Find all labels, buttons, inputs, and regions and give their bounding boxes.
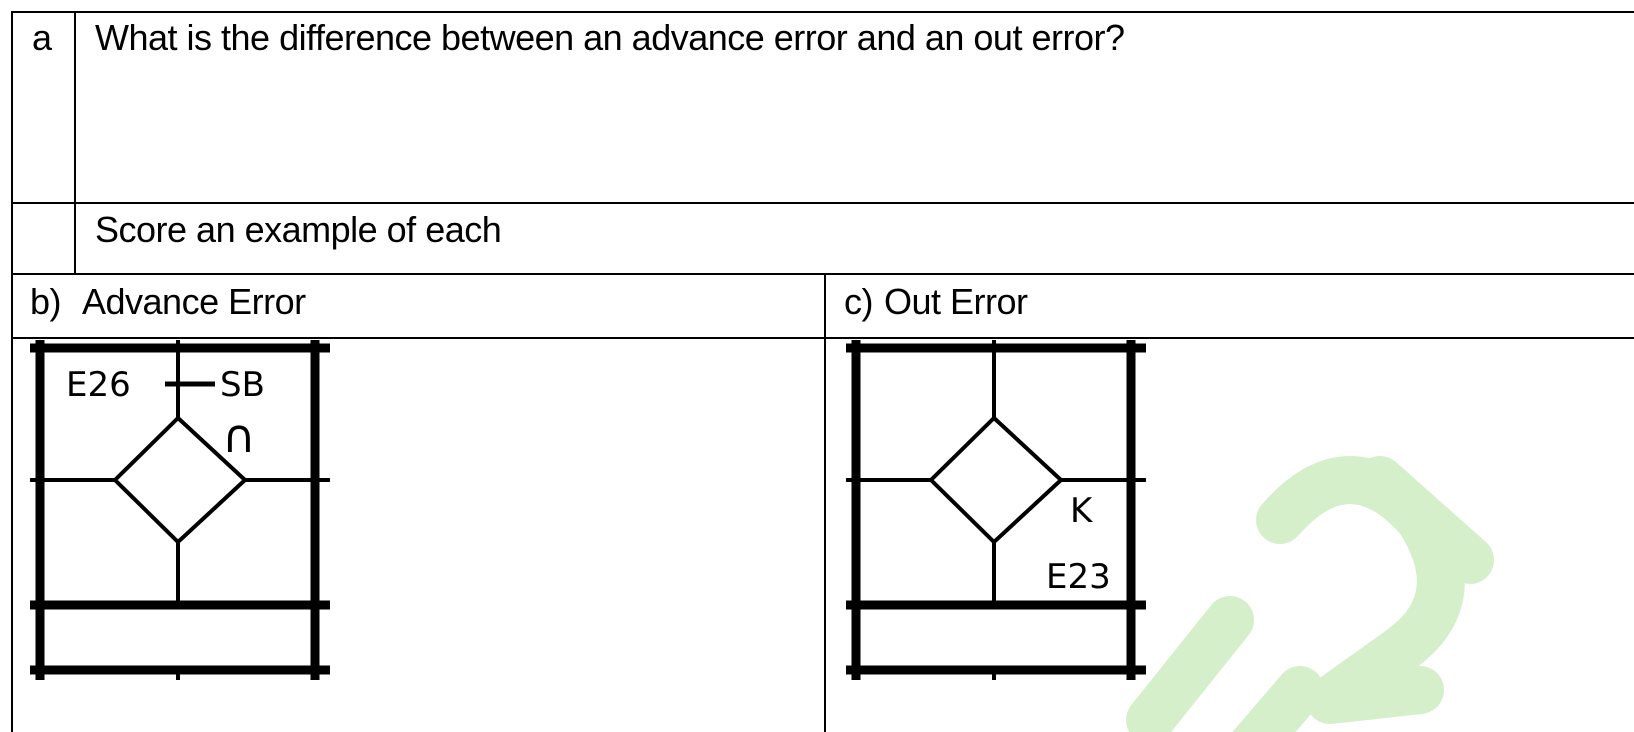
section-c-label: c) [844,281,874,322]
instruction-text: Score an example of each [95,209,502,250]
section-c-title: Out Error [884,281,1028,322]
advance-symbol: ∩ [222,409,256,463]
out-mark: K [1070,491,1094,531]
advance-error-scorebox: E26 SB ∩ [30,340,330,680]
section-b-title: Advance Error [82,281,306,322]
advance-batter-code: E26 [66,365,131,405]
question-text-a: What is the difference between an advanc… [95,17,1125,58]
out-fielder-code: E23 [1046,557,1111,597]
question-label-a: a [32,17,52,58]
section-b-label: b) [30,281,62,322]
advance-base-code: SB [220,365,265,405]
out-error-scorebox: K E23 [846,340,1146,680]
